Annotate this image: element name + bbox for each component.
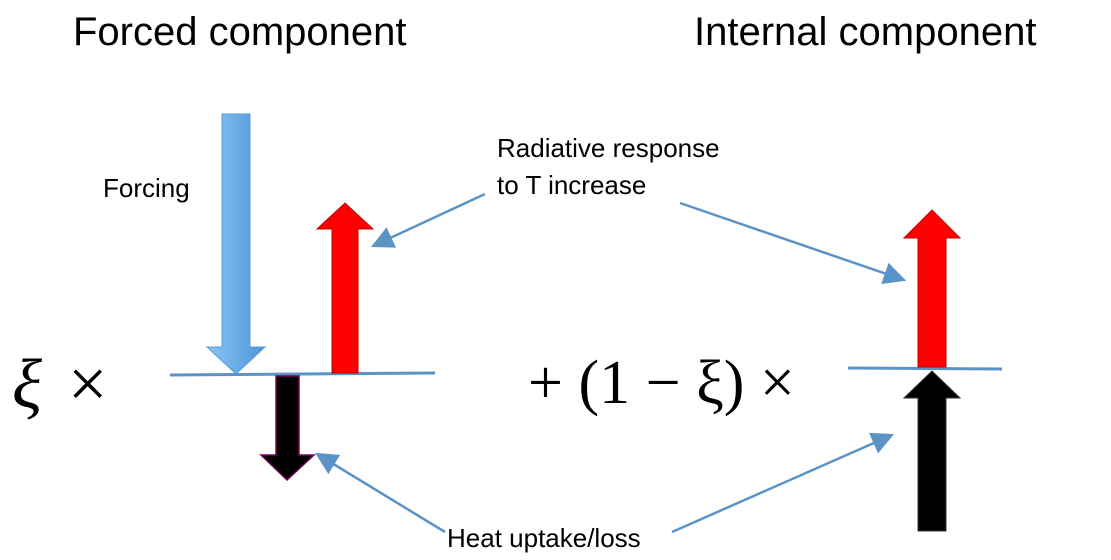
right-factor-one-minus-xi: + (1 − ξ) × bbox=[528, 349, 795, 417]
pointer-heat-right bbox=[671, 432, 895, 534]
internal-heat-arrow bbox=[902, 370, 962, 532]
internal-baseline bbox=[847, 366, 1003, 371]
radiative-response-label-line2: to T increase bbox=[497, 170, 647, 200]
left-factor-xi: ξ × bbox=[12, 346, 113, 423]
pointer-radiative-left bbox=[370, 192, 486, 248]
forced-component-title: Forced component bbox=[73, 10, 407, 54]
forced-radiative-arrow bbox=[315, 202, 375, 374]
pointer-heat-left bbox=[315, 452, 446, 534]
pointer-radiative-right bbox=[679, 201, 907, 285]
internal-radiative-arrow bbox=[902, 209, 962, 368]
heat-uptake-label: Heat uptake/loss bbox=[447, 523, 641, 553]
forcing-label: Forcing bbox=[103, 173, 190, 203]
forcing-arrow bbox=[205, 113, 267, 375]
internal-component-title: Internal component bbox=[694, 10, 1037, 54]
forced-baseline bbox=[169, 371, 436, 377]
radiative-response-label-line1: Radiative response bbox=[497, 133, 720, 163]
forced-heat-arrow bbox=[259, 375, 316, 482]
